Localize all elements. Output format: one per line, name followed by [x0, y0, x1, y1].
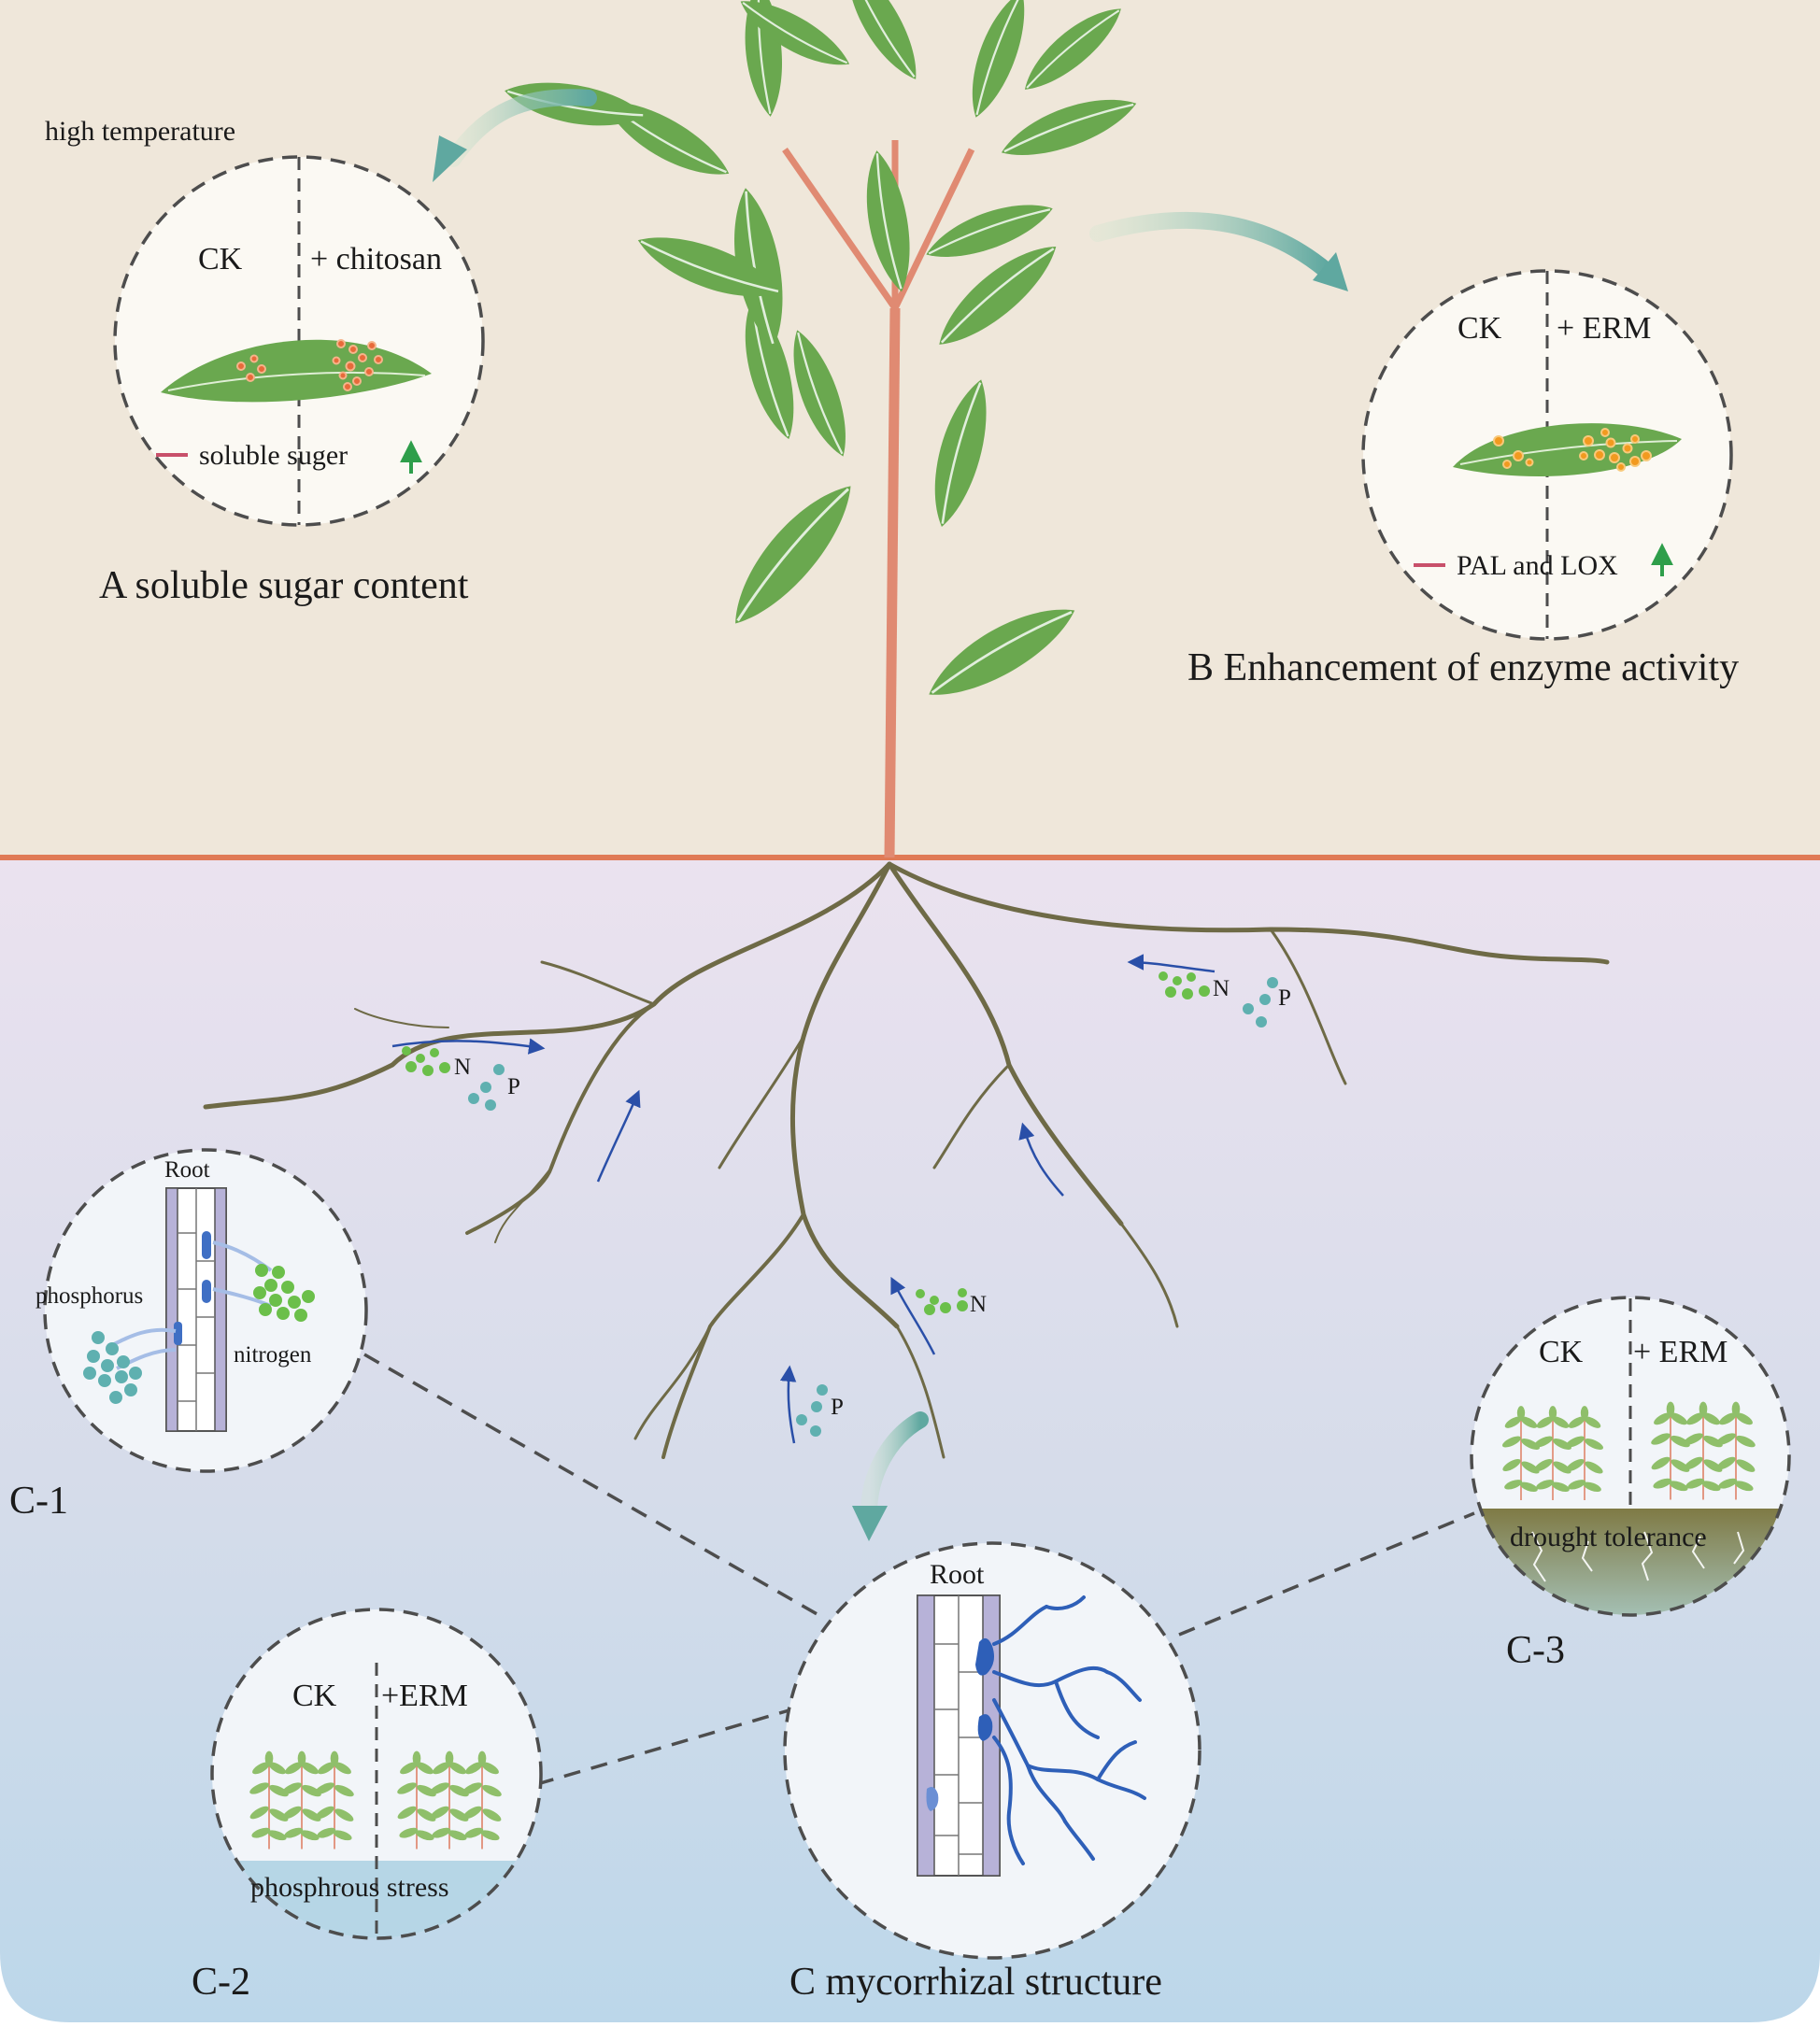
connector-c2 [536, 1708, 793, 1786]
flow-arrow-up-right [1018, 1122, 1064, 1197]
panel-c1-phosphorus-label: phosphorus [36, 1283, 143, 1309]
panel-a-caption: A soluble sugar content [99, 564, 469, 607]
main-stem [884, 307, 901, 858]
arrow-to-panel-b [1089, 211, 1335, 279]
panel-b-right-label: + ERM [1557, 311, 1651, 346]
panel-c2-right-label: +ERM [381, 1679, 468, 1713]
panel-c3-right-label: + ERM [1633, 1335, 1728, 1369]
teal-arrows [433, 89, 1348, 1541]
panel-c-root-label: Root [930, 1559, 985, 1590]
panel-connectors [363, 1353, 1475, 1786]
panel-a-left-label: CK [198, 242, 243, 276]
panel-a-condition: high temperature [45, 116, 235, 147]
arrow-to-panel-a [445, 89, 597, 167]
flow-arrow [1127, 954, 1216, 973]
nitrogen-symbol-lower: N [970, 1292, 987, 1317]
phosphorus-dots [468, 1064, 505, 1111]
panel-c3-tag: C-3 [1506, 1629, 1565, 1672]
panel-c: Root C mycorrhizal structure [783, 1541, 1201, 2004]
left-branch [782, 148, 898, 310]
panel-c-caption: C mycorrhizal structure [789, 1961, 1162, 2004]
connector-c1 [363, 1353, 821, 1618]
panel-c1-root-label: Root [164, 1157, 210, 1183]
root-system [203, 861, 1610, 1459]
panel-c3-condition: drought tolerance [1510, 1522, 1707, 1552]
panel-c-root-section [917, 1595, 1146, 1877]
panel-c2-tag: C-2 [192, 1961, 250, 2004]
panel-c3-circle [1470, 1296, 1791, 1617]
panel-c2-condition: phosphrous stress [250, 1872, 449, 1903]
panel-a: high temperature CK + chitosan soluble s… [45, 116, 485, 607]
nutrient-flow-lower: N P [779, 1276, 987, 1444]
nitrogen-dots [402, 1046, 450, 1076]
flow-arrow [890, 1276, 936, 1355]
nutrient-flow-right: N P [1127, 954, 1291, 1028]
panel-c2-left-label: CK [292, 1679, 337, 1713]
right-branch [891, 148, 975, 310]
panel-c1-tag: C-1 [9, 1480, 68, 1523]
arrow-to-panel-a-head [433, 135, 467, 182]
panel-a-leaf [161, 339, 432, 403]
panel-c3-left-label: CK [1539, 1335, 1584, 1369]
arrow-to-panel-c [860, 1411, 929, 1522]
phosphorus-symbol-lower: P [831, 1395, 844, 1420]
arrow-to-panel-b-head [1313, 252, 1348, 291]
panel-b-caption: B Enhancement of enzyme activity [1187, 646, 1739, 689]
nutrient-flows: N P N P N P [391, 954, 1291, 1444]
phosphorus-symbol-left: P [507, 1074, 520, 1099]
panel-c2-circle [210, 1608, 543, 1940]
nitrogen-dots [916, 1288, 968, 1315]
flow-arrow-up-left [596, 1089, 641, 1183]
connector-c3 [1178, 1511, 1475, 1637]
phosphorus-dots [1243, 977, 1278, 1028]
flow-arrow [779, 1365, 797, 1444]
panel-c1-root-section [83, 1187, 315, 1432]
panel-b-measure: PAL and LOX [1457, 550, 1618, 581]
arrow-to-panel-c-head [852, 1506, 888, 1541]
phosphorus-symbol-right: P [1278, 985, 1291, 1011]
plant [500, 0, 1145, 858]
panel-a-right-label: + chitosan [310, 242, 442, 276]
panel-a-measure: soluble suger [199, 440, 348, 471]
panel-b: CK + ERM PAL and LOX B Enhancement of en… [1187, 269, 1739, 689]
panel-c1: Root phosphorus nitrogen C-1 [9, 1148, 368, 1523]
nitrogen-symbol-left: N [454, 1055, 471, 1080]
panel-c3: CK + ERM drought tolerance C-3 [1470, 1296, 1791, 1672]
panel-b-leaf [1453, 423, 1682, 476]
nitrogen-dots [1159, 971, 1210, 999]
nitrogen-symbol-right: N [1213, 976, 1230, 1001]
phosphorus-dots [796, 1384, 828, 1437]
panel-c1-nitrogen-label: nitrogen [234, 1342, 312, 1368]
flow-arrow [391, 1038, 546, 1055]
nutrient-flow-left: N P [391, 1038, 546, 1111]
panel-b-left-label: CK [1457, 311, 1502, 346]
